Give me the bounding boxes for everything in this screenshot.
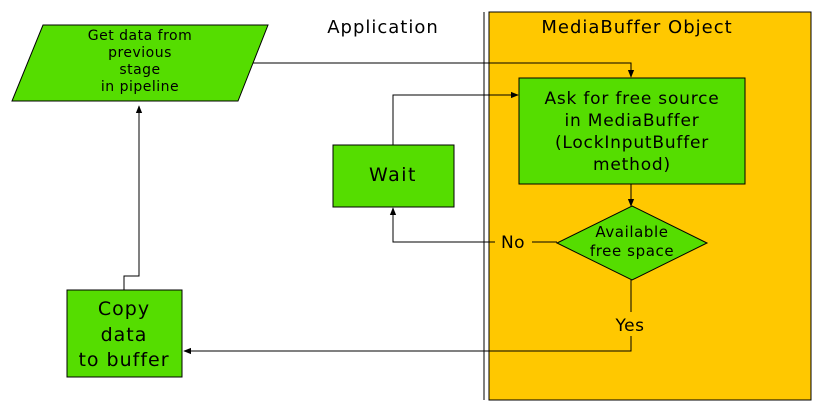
edge-label-no: No [501, 233, 525, 253]
get-data-shape [11, 24, 269, 102]
copy-data-shape [66, 289, 183, 378]
ask-line-2: in MediaBuffer [564, 111, 699, 131]
wait-shape [332, 144, 455, 208]
mediabuffer-region [488, 11, 812, 401]
node-wait: Wait [332, 144, 455, 208]
decision-shape [555, 205, 709, 281]
ask-line-1: Ask for free source [544, 89, 719, 109]
get-data-line-4: in pipeline [101, 79, 179, 95]
edge-copy-to-getdata [123, 105, 143, 290]
edge-yes-to-copy [183, 336, 632, 355]
wait-label: Wait [369, 164, 417, 186]
copy-line-1: Copy [98, 298, 150, 320]
node-available-free-space: Available free space [555, 205, 709, 281]
copy-line-3: to buffer [78, 349, 169, 371]
decision-line-2: free space [590, 242, 674, 260]
node-copy-data: Copy data to buffer [66, 289, 183, 378]
mediabuffer-object-label: MediaBuffer Object [541, 17, 732, 38]
copy-line-2: data [101, 324, 148, 346]
ask-line-4: method) [593, 155, 671, 175]
node-ask-free-source: Ask for free source in MediaBuffer (Lock… [518, 77, 746, 185]
get-data-line-3: stage [119, 62, 160, 78]
ask-line-3: (LockInputBuffer [555, 133, 709, 153]
decision-line-1: Available [595, 223, 668, 241]
get-data-line-2: previous [108, 45, 172, 61]
ask-free-source-shape [518, 77, 746, 185]
edge-no-to-wait [389, 207, 495, 243]
edge-wait-to-ask [392, 91, 519, 145]
application-label: Application [327, 17, 439, 38]
get-data-line-1: Get data from [88, 28, 192, 44]
edge-label-yes: Yes [615, 316, 645, 336]
node-get-data: Get data from previous stage in pipeline [11, 24, 269, 102]
edge-getdata-to-ask [244, 62, 635, 78]
